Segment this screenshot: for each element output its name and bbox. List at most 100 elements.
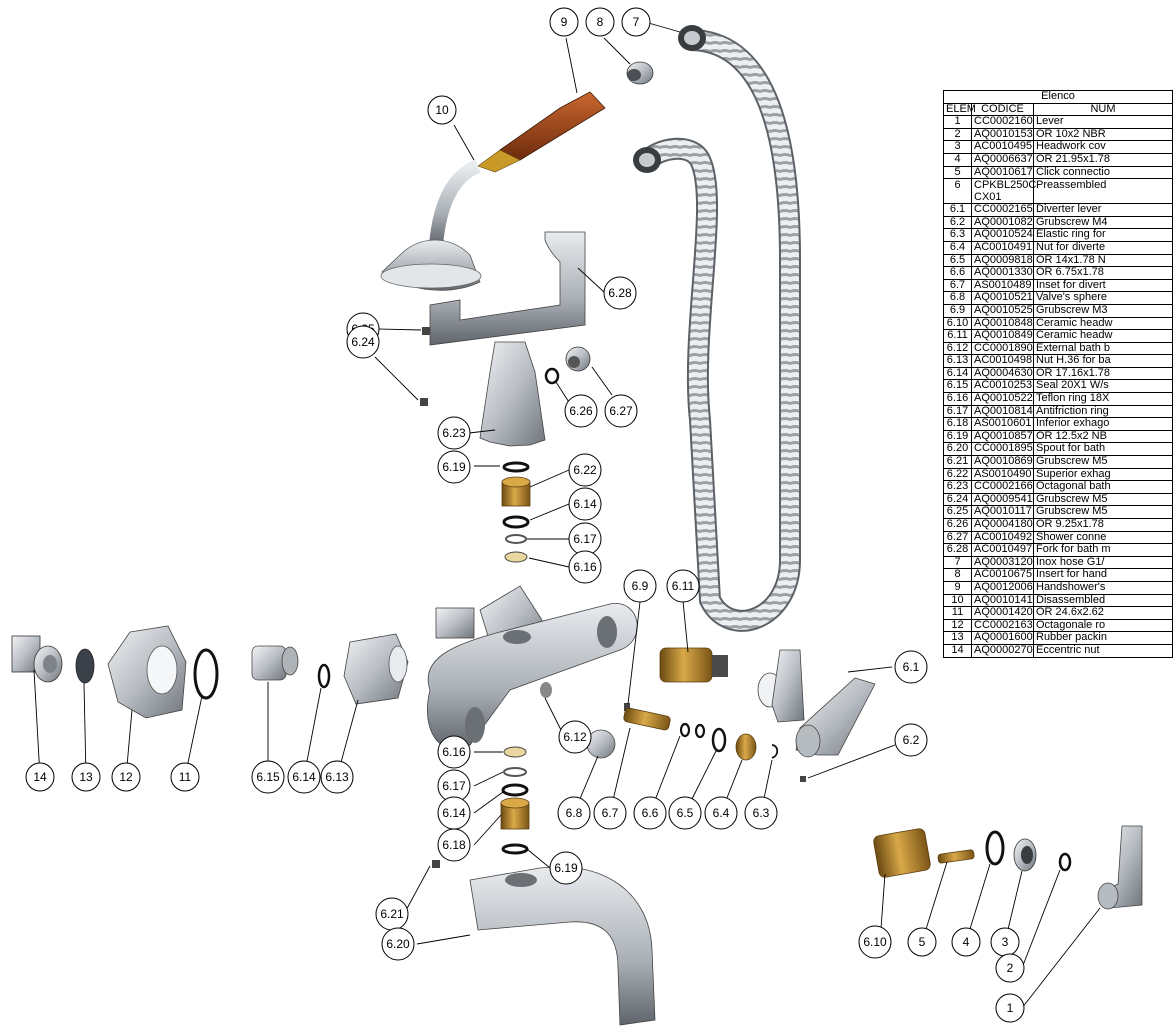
callout-circle (427, 95, 457, 125)
cell-name: Elastic ring for (1033, 228, 1173, 242)
callout-6-2: 6.2 (894, 723, 928, 757)
cell-elem: 12 (943, 618, 972, 633)
callout-10: 10 (427, 95, 457, 125)
callout-label: 6.12 (563, 730, 587, 744)
nut-6-4 (735, 733, 757, 761)
callout-label: 6.18 (442, 838, 466, 852)
callout-circle (894, 650, 928, 684)
cell-code: AQ0001082 (971, 215, 1034, 230)
cell-elem: 6.13 (943, 354, 972, 368)
o-ring-4 (985, 830, 1005, 866)
cell-code: AQ0010617 (971, 165, 1034, 180)
cell-name: Diverter lever (1033, 203, 1173, 217)
callout-circle (437, 828, 471, 862)
callout-6-28: 6.28 (603, 276, 637, 310)
callout-circle (71, 762, 101, 792)
cell-elem: 5 (943, 165, 972, 180)
callout-label: 6.20 (386, 937, 410, 951)
cell-name: Inox hose G1/ (1033, 555, 1173, 570)
cell-elem: 7 (943, 555, 972, 570)
callout-6-16a: 6.16 (568, 550, 602, 584)
cell-name: Inferior exhago (1033, 417, 1173, 431)
callout-circle (568, 487, 602, 521)
cell-elem: 10 (943, 593, 972, 608)
cell-name: OR 9.25x1.78 (1033, 518, 1173, 532)
grubscrew-6-9 (624, 703, 630, 711)
callout-circle (951, 927, 981, 957)
callout-label: 6.19 (442, 460, 466, 474)
callout-circle (437, 416, 471, 450)
cell-code: AC0010491 (971, 240, 1034, 255)
callout-2: 2 (995, 953, 1025, 983)
callout-label: 6.4 (713, 806, 730, 820)
callout-6-5: 6.5 (668, 796, 702, 830)
cell-code: AQ0010525 (971, 303, 1034, 318)
cell-elem: 6.3 (943, 228, 972, 242)
cell-elem: 6.9 (943, 303, 972, 318)
cell-elem: 6.6 (943, 266, 972, 280)
callout-6-21: 6.21 (375, 897, 409, 931)
callout-3: 3 (990, 927, 1020, 957)
cell-code: CC0001895 (971, 442, 1034, 457)
callout-label: 6.19 (554, 861, 578, 875)
cell-elem: 6.10 (943, 316, 972, 331)
lever-handle-right (757, 649, 805, 723)
cell-code: AQ0010857 (971, 429, 1034, 444)
cell-name: Ceramic headw (1033, 316, 1173, 331)
shower-connector-6-27 (565, 346, 591, 372)
parts-layer (11, 25, 1143, 1026)
callout-6-14b: 6.14 (287, 760, 321, 794)
cell-code: CC0001890 (971, 341, 1034, 356)
cell-name: Antifriction ring (1033, 404, 1173, 419)
cell-elem: 6.28 (943, 543, 972, 557)
callout-circle (668, 796, 702, 830)
callout-label: 12 (119, 770, 133, 784)
o-ring-11 (193, 648, 219, 700)
cell-code: AQ0001420 (971, 606, 1034, 620)
cell-name: Inset for divert (1033, 278, 1173, 293)
grubscrew-6-2 (800, 776, 806, 782)
callout-circle (111, 762, 141, 792)
cell-elem: 6.26 (943, 518, 972, 532)
callout-6-19b: 6.19 (549, 851, 583, 885)
callout-circle (251, 760, 285, 794)
cell-name: Preassembled (1033, 178, 1173, 205)
cell-elem: 11 (943, 606, 972, 620)
header-name: NUM (1033, 102, 1173, 117)
cell-name: OR 6.75x1.78 (1033, 266, 1173, 280)
callout-11: 11 (170, 762, 200, 792)
callout-label: 6.27 (609, 404, 633, 418)
cell-code: AC0010497 (971, 543, 1034, 557)
diverter-lever-6-1 (795, 677, 876, 758)
callout-label: 6.21 (380, 907, 404, 921)
callout-circle (593, 796, 627, 830)
cell-code: AQ0009818 (971, 253, 1034, 268)
cell-code: AQ0010521 (971, 291, 1034, 305)
cell-name: Superior exhag (1033, 467, 1173, 482)
callout-circle (603, 276, 637, 310)
callout-6-19a: 6.19 (437, 450, 471, 484)
callout-6-12: 6.12 (558, 720, 592, 754)
o-ring-6-14-upper (502, 515, 530, 529)
callout-circle (623, 569, 657, 603)
cell-code: AQ0010117 (971, 505, 1034, 519)
click-connection-5 (937, 849, 975, 864)
callout-label: 6.10 (863, 935, 887, 949)
cell-name: Eccentric nut (1033, 643, 1173, 658)
callout-label: 5 (919, 935, 926, 949)
cell-name: Lever (1033, 115, 1173, 129)
cell-elem: 6.23 (943, 480, 972, 494)
callout-circle (995, 953, 1025, 983)
